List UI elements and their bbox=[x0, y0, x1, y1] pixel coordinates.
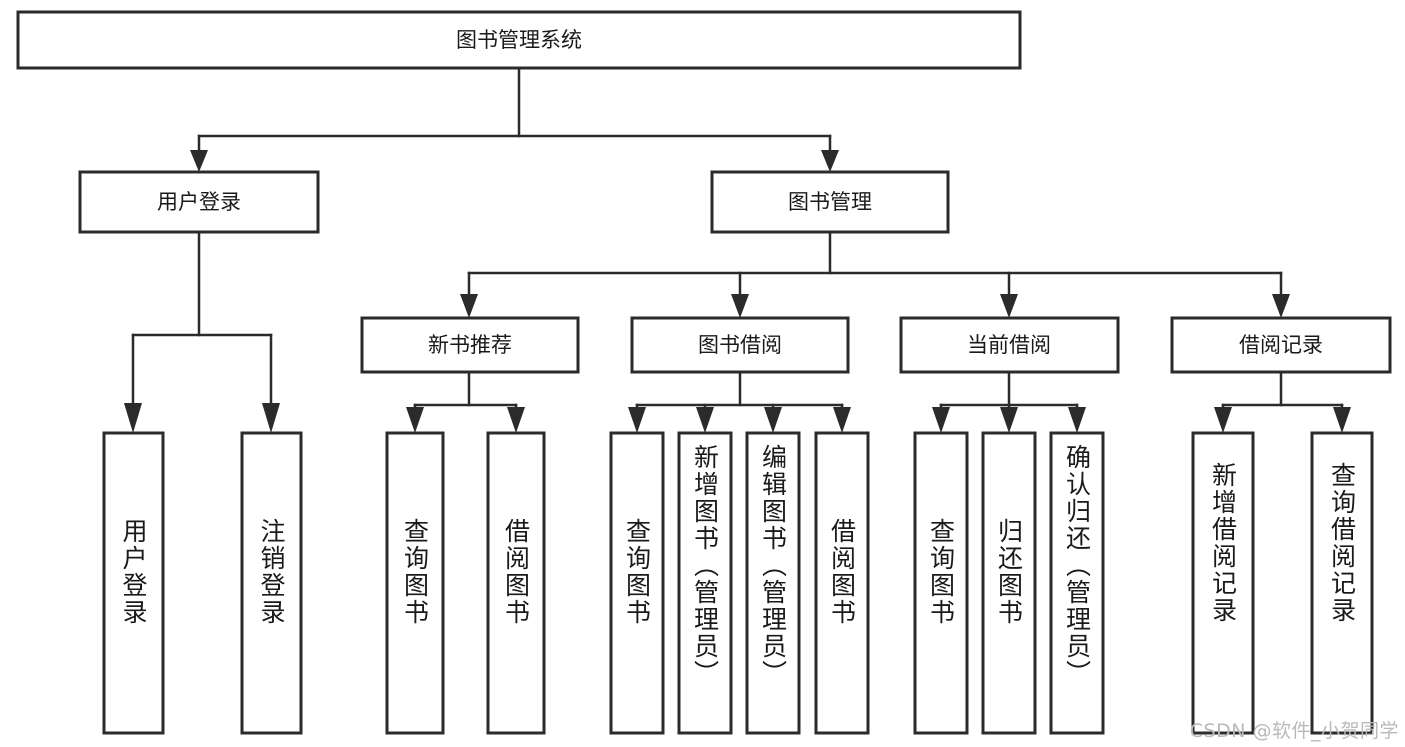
connector-layer bbox=[124, 66, 1351, 433]
arrowhead-leaf-return-book bbox=[1000, 407, 1018, 433]
node-box-root[interactable] bbox=[16, 10, 1022, 70]
csdn-watermark: CSDN @软件_小贺同学 bbox=[1189, 720, 1399, 742]
arrowhead-leaf-user-login bbox=[124, 403, 142, 433]
node-label-root: 图书管理系统 bbox=[456, 28, 582, 52]
node-box-user-login[interactable] bbox=[78, 170, 320, 234]
node-label-book-manage: 图书管理 bbox=[788, 190, 872, 214]
node-box-leaf-user-login[interactable] bbox=[102, 431, 165, 735]
arrowhead-book-manage bbox=[821, 150, 839, 172]
arrowhead-leaf-query-record bbox=[1333, 407, 1351, 433]
node-box-book-manage[interactable] bbox=[710, 170, 950, 234]
node-label-new-book-rec: 新书推荐 bbox=[428, 333, 512, 357]
node-box-leaf-query-book-c[interactable] bbox=[913, 431, 969, 735]
node-box-leaf-add-record[interactable] bbox=[1191, 431, 1255, 735]
node-box-leaf-query-book-a[interactable] bbox=[385, 431, 445, 735]
arrowhead-leaf-query-book-a bbox=[406, 407, 424, 433]
node-label-user-login: 用户登录 bbox=[157, 190, 241, 214]
node-layer: 图书管理系统 用户登录 图书管理 新书推荐 图书借阅 当前借阅 借阅记录 bbox=[16, 10, 1392, 735]
arrowhead-leaf-edit-book bbox=[764, 407, 782, 433]
arrowhead-leaf-query-book-c bbox=[932, 407, 950, 433]
node-box-leaf-query-book-b[interactable] bbox=[609, 431, 665, 735]
arrowhead-current-borrow bbox=[1000, 294, 1018, 318]
arrowhead-new-book-rec bbox=[460, 294, 478, 318]
node-box-leaf-edit-book[interactable] bbox=[745, 431, 801, 735]
node-box-leaf-add-book[interactable] bbox=[677, 431, 733, 735]
arrowhead-book-borrow bbox=[731, 294, 749, 318]
node-label-current-borrow: 当前借阅 bbox=[967, 333, 1051, 357]
node-box-current-borrow[interactable] bbox=[899, 316, 1120, 374]
arrowhead-leaf-borrow-book-b bbox=[833, 407, 851, 433]
arrowhead-user-login bbox=[190, 150, 208, 172]
arrowhead-leaf-confirm-return bbox=[1068, 407, 1086, 433]
node-box-borrow-record[interactable] bbox=[1170, 316, 1392, 374]
node-box-leaf-borrow-book-b[interactable] bbox=[814, 431, 870, 735]
node-box-new-book-rec[interactable] bbox=[360, 316, 580, 374]
node-box-leaf-borrow-book-a[interactable] bbox=[486, 431, 546, 735]
node-label-book-borrow: 图书借阅 bbox=[698, 333, 782, 357]
node-box-leaf-logout[interactable] bbox=[240, 431, 303, 735]
node-label-borrow-record: 借阅记录 bbox=[1239, 333, 1323, 357]
arrowhead-leaf-logout bbox=[262, 403, 280, 433]
node-box-leaf-query-record[interactable] bbox=[1310, 431, 1374, 735]
arrowhead-leaf-add-record bbox=[1214, 407, 1232, 433]
node-box-book-borrow[interactable] bbox=[630, 316, 850, 374]
arrowhead-borrow-record bbox=[1272, 294, 1290, 318]
arrowhead-leaf-borrow-book-a bbox=[507, 407, 525, 433]
arrowhead-leaf-query-book-b bbox=[628, 407, 646, 433]
arrowhead-leaf-add-book bbox=[696, 407, 714, 433]
node-box-leaf-return-book[interactable] bbox=[981, 431, 1037, 735]
node-box-leaf-confirm-return[interactable] bbox=[1049, 431, 1105, 735]
